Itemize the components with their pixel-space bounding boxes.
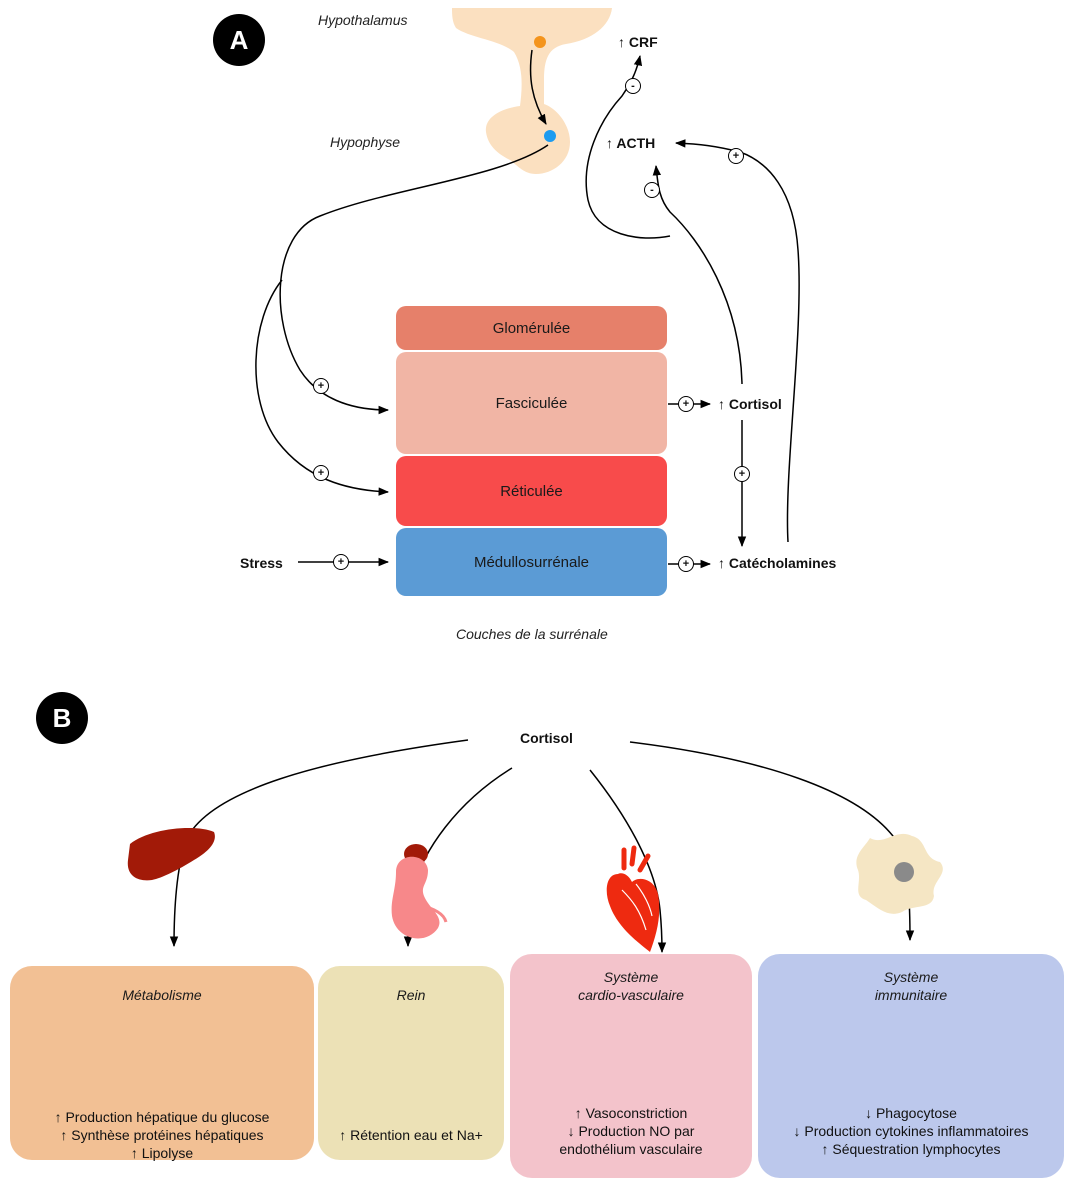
immune-cell-icon — [856, 833, 943, 914]
kidney-icon — [391, 844, 448, 939]
card-immun-title-1: Système — [883, 969, 939, 985]
card-cardio-vasculaire: Système cardio-vasculaire ↑ Vasoconstric… — [510, 954, 752, 1178]
crf-label: ↑ CRF — [618, 34, 658, 50]
acth-to-fasciculee-curve — [279, 144, 549, 415]
cortisol-to-immun-arrow — [629, 741, 915, 942]
hypothalamus-neuron-dot — [534, 36, 546, 48]
plus-sign-stress: + — [333, 554, 349, 570]
hypothalamus-label: Hypothalamus — [318, 12, 408, 28]
cortisol-to-acth-feedback — [652, 164, 743, 385]
card-cardio-title-2: cardio-vasculaire — [578, 987, 684, 1003]
metabolisme-effect-2: ↑ Synthèse protéines hépatiques — [60, 1127, 264, 1143]
metabolisme-effect-3: ↑ Lipolyse — [130, 1145, 194, 1161]
card-immunitaire: Système immunitaire ↓ Phagocytose ↓ Prod… — [758, 954, 1064, 1178]
minus-sign-crf: - — [625, 78, 641, 94]
card-rein-title: Rein — [396, 987, 426, 1003]
cardio-effect-2: ↓ Production NO par — [567, 1123, 695, 1139]
layer-glomerulee: Glomérulée — [396, 306, 667, 350]
catecholamines-label: ↑ Catécholamines — [718, 555, 837, 571]
immun-effect-3: ↑ Séquestration lymphocytes — [821, 1141, 1001, 1157]
hypophyse-label: Hypophyse — [330, 134, 401, 150]
card-cardio-title-1: Système — [603, 969, 659, 985]
plus-sign-cortisol-catecholamines: + — [734, 466, 750, 482]
stress-label: Stress — [240, 555, 283, 571]
hypothalamus-to-hypophyse-arrow — [529, 49, 547, 125]
card-immun-title-2: immunitaire — [874, 987, 948, 1003]
heart-icon — [606, 845, 660, 952]
card-metabolisme: Métabolisme ↑ Production hépatique du gl… — [10, 966, 314, 1161]
immun-effect-1: ↓ Phagocytose — [865, 1105, 957, 1121]
cortisol-center-label: Cortisol — [520, 730, 573, 746]
panel-b-badge: B — [36, 692, 88, 744]
plus-sign-catecholamines-out: + — [678, 556, 694, 572]
panel-a-badge: A — [213, 14, 265, 66]
plus-sign-catecholamines-acth: + — [728, 148, 744, 164]
card-rein: Rein ↑ Rétention eau et Na+ — [318, 966, 504, 1160]
plus-sign-fasciculee: + — [313, 378, 329, 394]
immun-effect-2: ↓ Production cytokines inflammatoires — [793, 1123, 1029, 1139]
metabolisme-effect-1: ↑ Production hépatique du glucose — [54, 1109, 270, 1125]
rein-effect-1: ↑ Rétention eau et Na+ — [339, 1127, 483, 1143]
acth-to-reticulee-curve — [255, 279, 390, 496]
layer-reticulee: Réticulée — [396, 456, 667, 526]
plus-sign-reticulee: + — [313, 465, 329, 481]
acth-label: ↑ ACTH — [606, 135, 656, 151]
cortisol-to-metabolisme-arrow — [169, 739, 469, 948]
hypophyse-cell-dot — [544, 130, 556, 142]
minus-sign-acth: - — [644, 182, 660, 198]
cardio-effect-1: ↑ Vasoconstriction — [574, 1105, 688, 1121]
adrenal-caption: Couches de la surrénale — [456, 626, 608, 642]
catecholamines-to-acth-arrow — [674, 139, 800, 543]
layer-fasciculee: Fasciculée — [396, 352, 667, 454]
cardio-effect-3: endothélium vasculaire — [559, 1141, 703, 1157]
plus-sign-cortisol-out: + — [678, 396, 694, 412]
card-metabolisme-title: Métabolisme — [122, 987, 202, 1003]
layer-medullosurrenale: Médullosurrénale — [396, 528, 667, 596]
cortisol-label: ↑ Cortisol — [718, 396, 782, 412]
liver-icon — [127, 828, 215, 881]
